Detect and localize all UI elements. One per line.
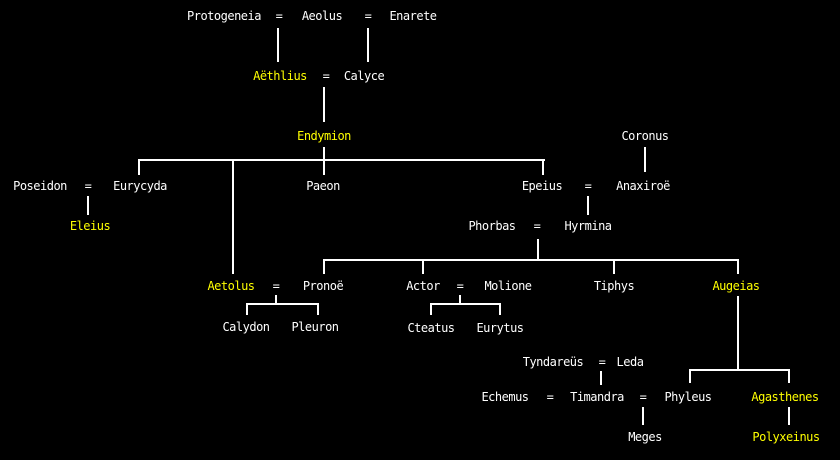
person-leda: Leda xyxy=(616,355,644,369)
person-coronus: Coronus xyxy=(621,129,669,143)
person-calyce: Calyce xyxy=(343,69,385,83)
person-epeius: Epeius xyxy=(521,179,563,193)
marriage-equals-sign: = xyxy=(456,279,464,293)
person-protogeneia: Protogeneia xyxy=(187,9,261,23)
connector-line xyxy=(499,305,501,315)
connector-line xyxy=(788,371,790,383)
person-eurytus: Eurytus xyxy=(476,321,524,335)
connector-line xyxy=(689,369,790,371)
connector-line xyxy=(275,295,277,304)
person-endymion[interactable]: Endymion xyxy=(297,129,351,143)
connector-line xyxy=(367,28,369,62)
connector-line xyxy=(788,407,790,425)
connector-line xyxy=(323,259,739,261)
person-pronoe: Pronoë xyxy=(302,279,344,293)
connector-line xyxy=(430,305,432,315)
connector-line xyxy=(277,28,279,62)
person-augeias[interactable]: Augeias xyxy=(712,279,760,293)
connector-line xyxy=(542,161,544,175)
person-poseidon: Poseidon xyxy=(13,179,67,193)
connector-line xyxy=(689,371,691,383)
marriage-equals-sign: = xyxy=(639,390,647,404)
marriage-equals-sign: = xyxy=(272,279,280,293)
connector-line xyxy=(737,261,739,274)
marriage-equals-sign: = xyxy=(584,179,592,193)
connector-line xyxy=(246,303,319,305)
person-eurycyda: Eurycyda xyxy=(113,179,167,193)
person-actor: Actor xyxy=(406,279,440,293)
person-tyndareus: Tyndareüs xyxy=(522,355,584,369)
connector-line xyxy=(587,196,589,215)
person-phorbas: Phorbas xyxy=(468,219,516,233)
person-calydon: Calydon xyxy=(222,320,270,334)
person-polyxeinus[interactable]: Polyxeinus xyxy=(752,430,820,444)
connector-line xyxy=(430,303,501,305)
connector-line xyxy=(537,239,539,259)
person-phyleus: Phyleus xyxy=(664,390,712,404)
connector-line xyxy=(87,196,89,215)
person-echemus: Echemus xyxy=(481,390,529,404)
marriage-equals-sign: = xyxy=(84,179,92,193)
person-pleuron: Pleuron xyxy=(291,320,339,334)
person-aeolus: Aeolus xyxy=(301,9,343,23)
person-aetolus[interactable]: Aetolus xyxy=(207,279,255,293)
connector-line xyxy=(323,87,325,122)
marriage-equals-sign: = xyxy=(598,355,606,369)
connector-line xyxy=(138,159,545,161)
person-meges: Meges xyxy=(628,430,662,444)
person-aethlius[interactable]: Aëthlius xyxy=(253,69,307,83)
person-molione: Molione xyxy=(484,279,532,293)
connector-line xyxy=(323,161,325,175)
person-anaxiroe: Anaxiroë xyxy=(616,179,670,193)
person-cteatus: Cteatus xyxy=(407,321,455,335)
connector-line xyxy=(323,147,325,159)
person-timandra: Timandra xyxy=(570,390,624,404)
connector-line xyxy=(613,261,615,274)
connector-line xyxy=(232,161,234,274)
marriage-equals-sign: = xyxy=(533,219,541,233)
connector-line xyxy=(644,147,646,172)
person-tiphys: Tiphys xyxy=(593,279,635,293)
connector-line xyxy=(737,296,739,369)
person-paeon: Paeon xyxy=(306,179,340,193)
connector-line xyxy=(459,295,461,304)
marriage-equals-sign: = xyxy=(322,69,330,83)
person-agasthenes[interactable]: Agasthenes xyxy=(751,390,819,404)
connector-line xyxy=(323,261,325,274)
marriage-equals-sign: = xyxy=(546,390,554,404)
connector-line xyxy=(138,161,140,175)
connector-line xyxy=(600,371,602,385)
marriage-equals-sign: = xyxy=(275,9,283,23)
connector-line xyxy=(642,407,644,425)
connector-line xyxy=(422,261,424,274)
connector-line xyxy=(246,305,248,315)
connector-line xyxy=(317,305,319,315)
person-hyrmina: Hyrmina xyxy=(564,219,612,233)
person-eleius[interactable]: Eleius xyxy=(69,219,111,233)
person-enarete: Enarete xyxy=(389,9,437,23)
marriage-equals-sign: = xyxy=(364,9,372,23)
